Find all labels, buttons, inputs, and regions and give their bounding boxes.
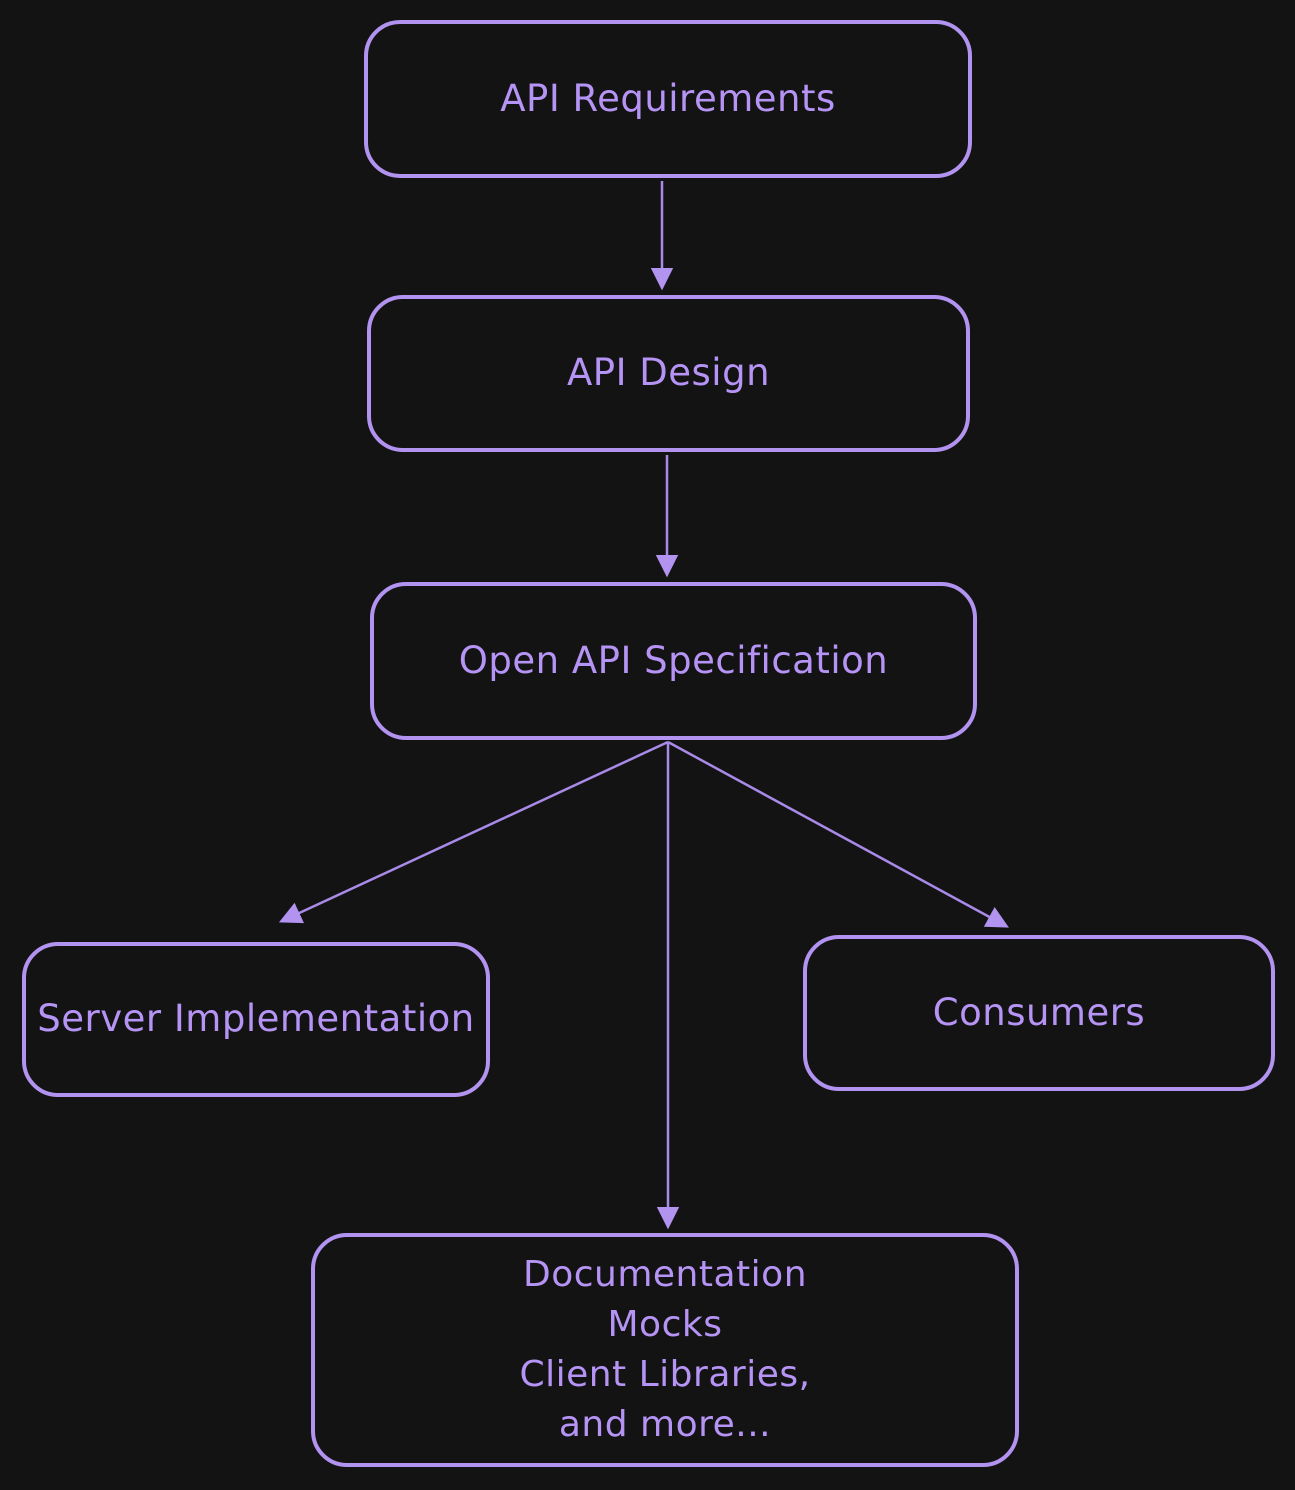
node-api-requirements: API Requirements	[364, 20, 972, 178]
edge-spec-to-consumers	[667, 740, 1009, 928]
edge-spec-to-server-implementation	[278, 740, 669, 924]
node-api-design-label: API Design	[566, 351, 771, 395]
node-open-api-specification: Open API Specification	[370, 582, 977, 740]
node-consumers: Consumers	[803, 935, 1275, 1091]
node-api-requirements-label: API Requirements	[500, 76, 836, 120]
node-outputs-line-and-more: and more...	[558, 1404, 772, 1445]
node-outputs-line-mocks: Mocks	[607, 1304, 723, 1345]
node-outputs-line-documentation: Documentation	[522, 1254, 808, 1295]
node-api-design: API Design	[367, 295, 970, 452]
node-outputs: Documentation Mocks Client Libraries, an…	[311, 1233, 1019, 1467]
node-server-implementation-label: Server Implementation	[37, 997, 475, 1041]
node-consumers-label: Consumers	[932, 990, 1146, 1034]
node-open-api-specification-label: Open API Specification	[458, 638, 889, 682]
node-outputs-line-client-libraries: Client Libraries,	[519, 1354, 811, 1395]
node-server-implementation: Server Implementation	[22, 942, 490, 1097]
